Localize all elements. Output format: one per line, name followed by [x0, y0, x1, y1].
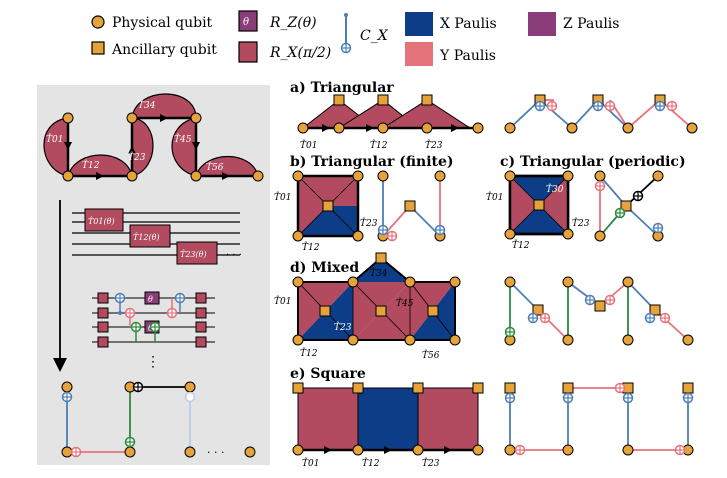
- section-a-title: a) Triangular: [290, 80, 394, 96]
- a-term-t12: T̂12: [370, 139, 388, 151]
- rz-gate-symbol: θ: [243, 17, 249, 28]
- gate-t23: [176, 241, 218, 265]
- y-paulis-swatch: [405, 42, 433, 66]
- d-term-t12: T̂12: [300, 347, 318, 359]
- circuit-ellipsis: · · ·: [226, 250, 242, 261]
- c-term-t30: T̂30: [546, 183, 564, 195]
- legend-y-paulis: Y Paulis: [439, 48, 496, 64]
- term-t34: T̂34: [138, 99, 156, 111]
- legend-cx: C_X: [360, 28, 389, 44]
- gate-circuit: θ θ ⋮: [92, 291, 215, 370]
- section-b-lattice: T̂01 T̂12 T̂23: [274, 170, 378, 253]
- section-d-cx-layout: [504, 276, 694, 346]
- e-term-t23: T̂23: [422, 457, 440, 469]
- section-e-lattice: T̂01 T̂12 T̂23: [292, 382, 484, 469]
- qubit-layout: · · ·: [61, 381, 256, 459]
- section-e-cx-layout: [504, 382, 694, 456]
- b-term-t01: T̂01: [274, 191, 291, 203]
- section-c-cx-layout: [594, 170, 664, 242]
- b-term-t12: T̂12: [302, 241, 320, 253]
- term-t23: T̂23: [128, 151, 146, 163]
- ancillary-qubit-icon: [91, 41, 105, 55]
- d-term-t34: T̂34: [370, 267, 388, 279]
- a-term-t01: T̂01: [300, 139, 317, 151]
- section-b-cx-layout: [377, 170, 446, 242]
- legend-x-paulis: X Paulis: [440, 16, 497, 32]
- e-term-t01: T̂01: [302, 457, 319, 469]
- legend-z-paulis: Z Paulis: [563, 16, 619, 32]
- gate-t12-label: T̂12(θ): [133, 233, 160, 242]
- section-b-title: b) Triangular (finite): [290, 154, 454, 170]
- section-a-lattice: T̂01 T̂12 T̂23: [297, 94, 484, 151]
- section-d-title: d) Mixed: [290, 260, 359, 276]
- gate-t12: [129, 224, 171, 248]
- section-e-title: e) Square: [290, 366, 366, 382]
- physical-qubit-icon: [91, 15, 105, 29]
- legend-rz: R_Z(θ): [269, 15, 317, 31]
- rz-theta-1: θ: [148, 295, 153, 304]
- d-term-t45: T̂45: [396, 297, 414, 309]
- d-term-t01: T̂01: [274, 295, 291, 307]
- c-term-t23: T̂23: [572, 217, 590, 229]
- term-t01: T̂01: [46, 133, 63, 145]
- a-term-t23: T̂23: [425, 139, 443, 151]
- c-term-t01: T̂01: [486, 191, 503, 203]
- term-circuit: T̂01(θ) T̂12(θ) T̂23(θ) · · ·: [72, 208, 242, 265]
- x-paulis-swatch: [405, 12, 433, 36]
- rz-gate-icon: [238, 10, 258, 32]
- section-d-lattice: T̂01 T̂12 T̂23 T̂34 T̂45 T̂56: [274, 252, 461, 361]
- legend-rx: R_X(π/2): [269, 45, 331, 61]
- legend-physical-qubit: Physical qubit: [112, 15, 213, 31]
- c-term-t12: T̂12: [512, 239, 530, 251]
- legend: Physical qubit Ancillary qubit θ R_Z(θ) …: [91, 10, 619, 66]
- overview-panel: T̂01 T̂12 T̂23 T̂34 T̂45 T̂56 T̂01(θ) T̂…: [37, 85, 270, 465]
- d-term-t23: T̂23: [334, 321, 352, 333]
- chain-diagram: T̂01 T̂12 T̂23 T̂34 T̂45 T̂56: [43, 93, 264, 182]
- gate-t01: [84, 208, 124, 232]
- section-c-lattice: T̂01 T̂30 T̂12 T̂23: [486, 170, 590, 251]
- e-term-t12: T̂12: [362, 457, 380, 469]
- section-a-cx-layout: [504, 94, 698, 134]
- section-c-title: c) Triangular (periodic): [500, 154, 686, 170]
- circuit-vdots: ⋮: [146, 354, 160, 370]
- rx-gate-icon: [238, 41, 258, 63]
- term-t12: T̂12: [82, 159, 100, 171]
- gate-t23-label: T̂23(θ): [180, 250, 207, 259]
- layout-ellipsis: · · ·: [207, 446, 224, 459]
- gate-t01-label: T̂01(θ): [88, 217, 115, 226]
- legend-ancillary-qubit: Ancillary qubit: [111, 42, 217, 58]
- term-t56: T̂56: [206, 161, 224, 173]
- z-paulis-swatch: [528, 12, 556, 36]
- cx-gate-icon: [340, 42, 352, 54]
- term-t45: T̂45: [174, 133, 192, 145]
- d-term-t56: T̂56: [422, 349, 440, 361]
- b-term-t23: T̂23: [360, 217, 378, 229]
